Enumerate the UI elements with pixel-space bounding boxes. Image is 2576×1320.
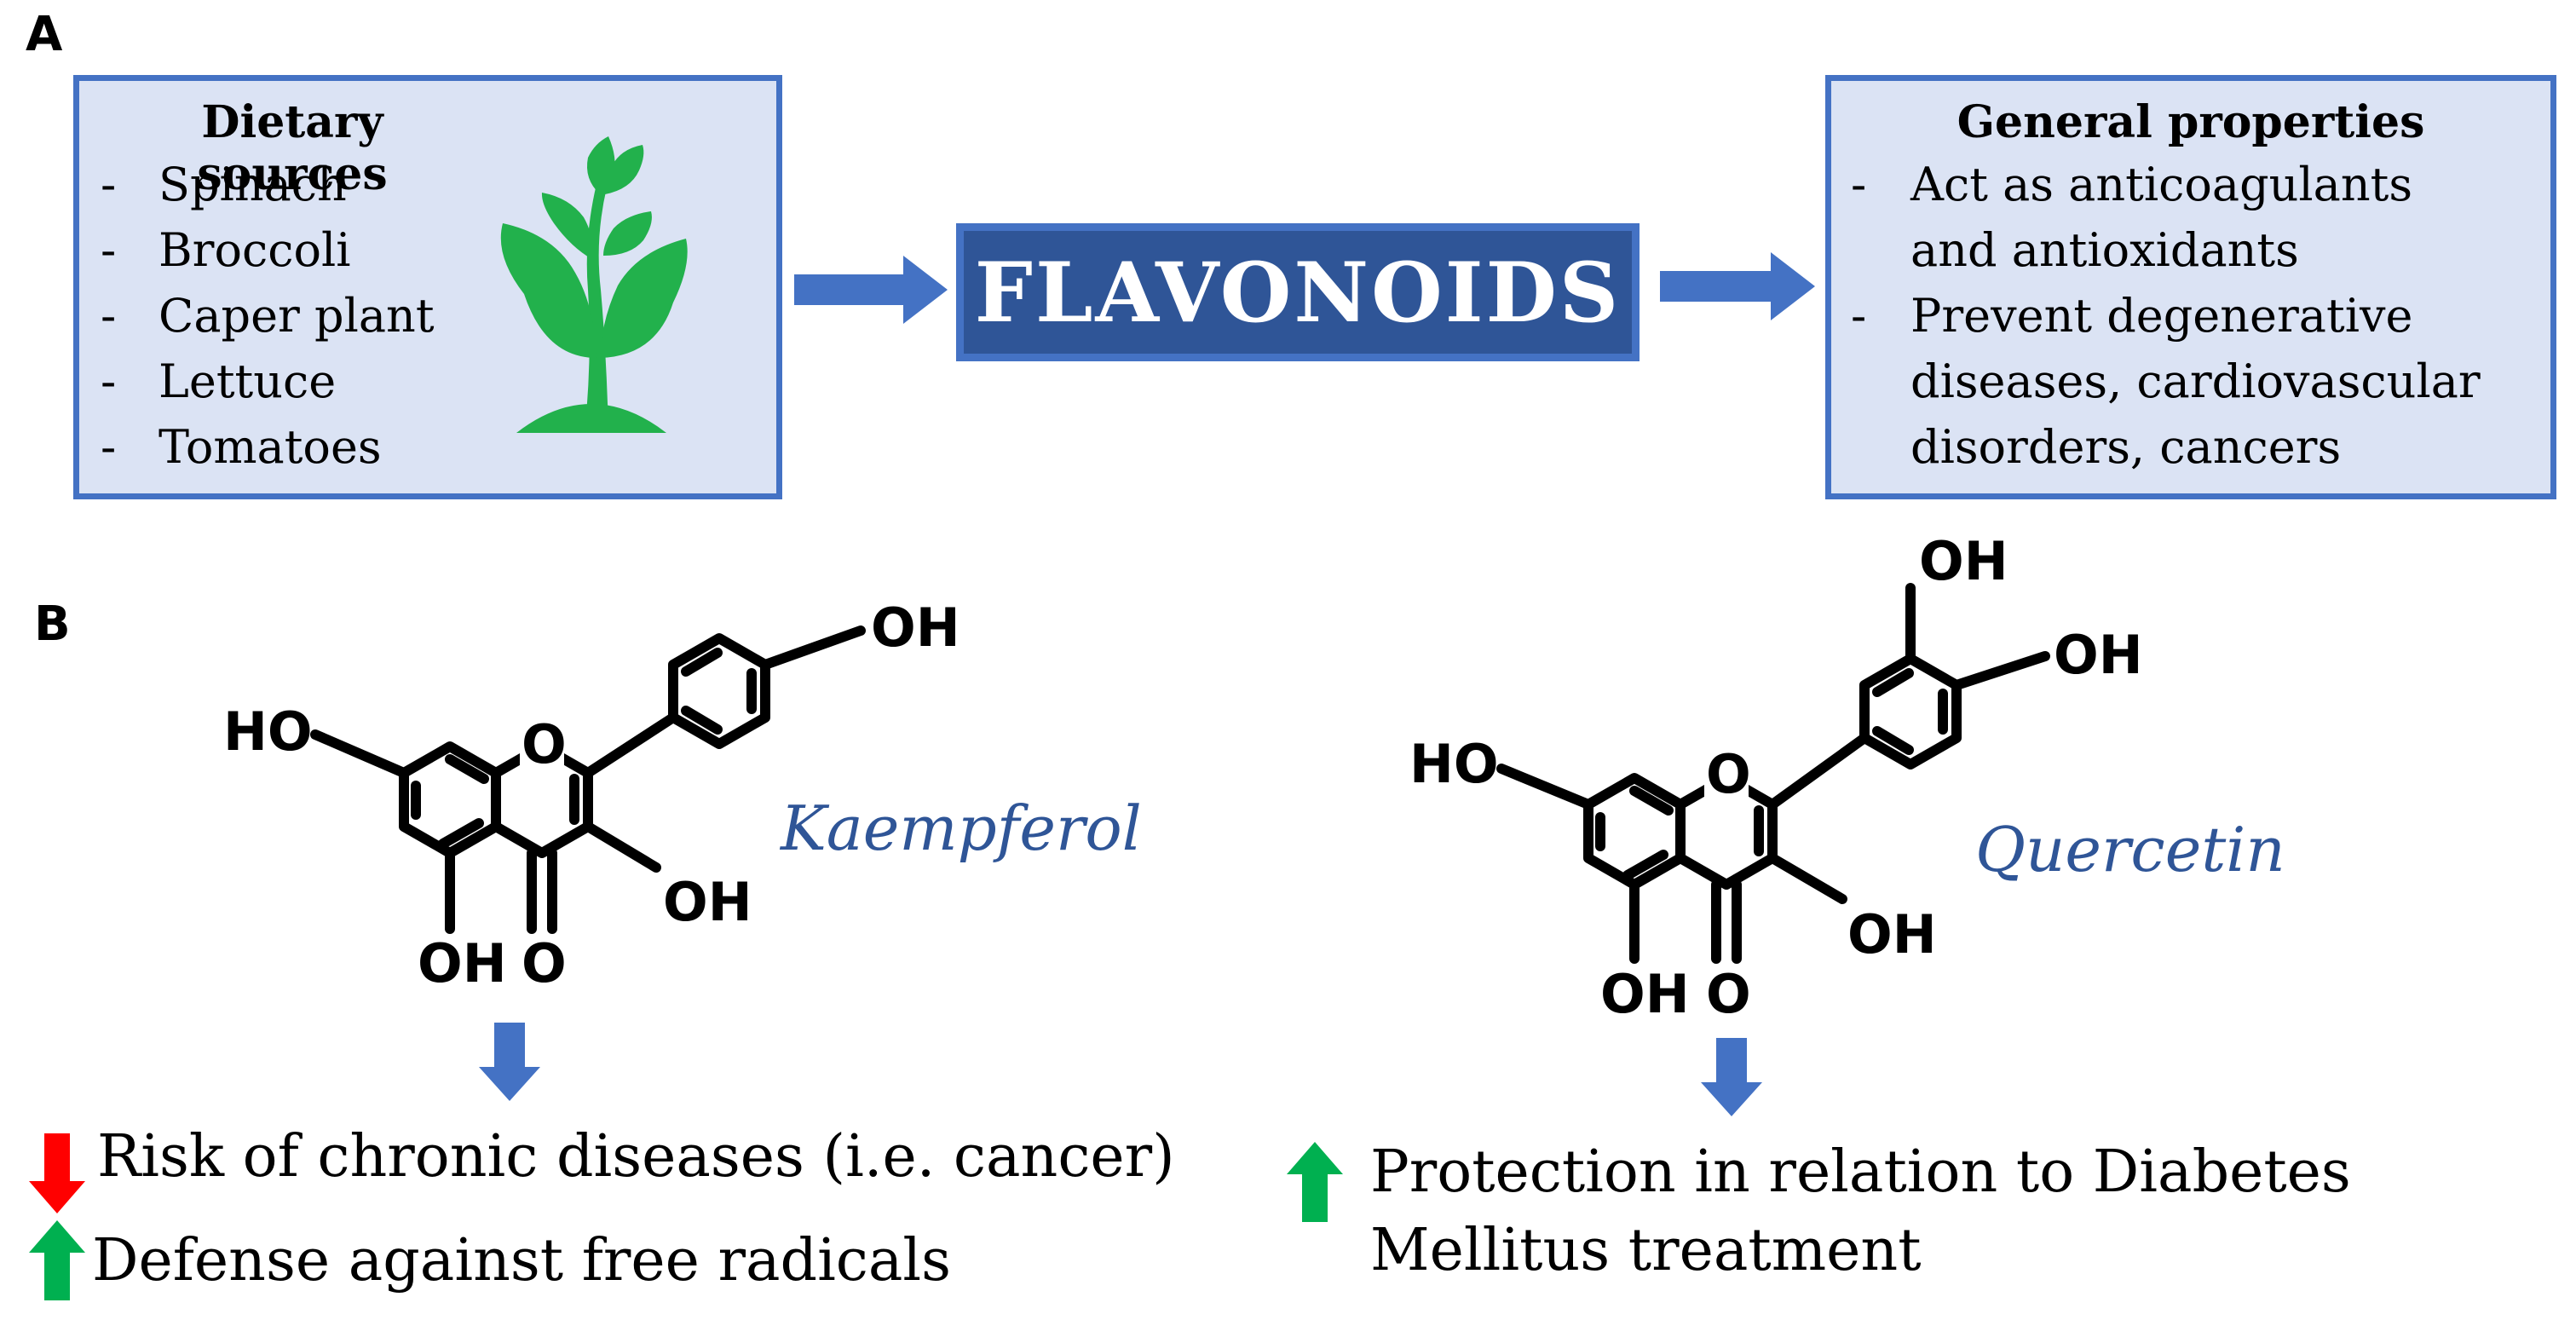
flavonoids-label: FLAVONOIDS <box>974 244 1622 341</box>
source-item-lettuce: Lettuce <box>158 354 337 408</box>
quercetin-down-arrow <box>1701 1038 1762 1116</box>
ring-oxygen-label: O <box>1706 743 1751 805</box>
quercetin-oh-3: OH <box>1847 903 1937 966</box>
list-dash: - <box>101 158 117 211</box>
arrow-flavonoids-to-properties <box>1660 252 1815 320</box>
plant-icon <box>500 136 688 433</box>
list-dash: - <box>1851 158 1867 211</box>
list-dash: - <box>101 354 117 408</box>
list-dash: - <box>1851 289 1867 343</box>
panel-label-a: A <box>26 7 63 62</box>
kaempferol-structure <box>310 625 866 934</box>
quercetin-oh-4prime: OH <box>2054 624 2143 686</box>
general-properties-title: General properties <box>1956 96 2425 148</box>
ring-oxygen-bg <box>520 721 564 769</box>
ring-oxygen-label: O <box>522 713 567 775</box>
list-dash: - <box>101 289 117 343</box>
kaempferol-name: Kaempferol <box>781 793 1142 864</box>
quercetin-structure <box>1496 583 2050 964</box>
property-line-1: Act as anticoagulants <box>1910 158 2413 211</box>
quercetin-carbonyl-o: O <box>1706 963 1751 1025</box>
ring-oxygen-bg <box>1704 752 1749 799</box>
flavonoids-box: FLAVONOIDS <box>956 223 1640 361</box>
dietary-sources-title: Dietary sources <box>197 96 388 200</box>
property-line-3: Prevent degenerative <box>1910 289 2413 343</box>
arrow-sources-to-flavonoids <box>794 256 948 324</box>
kaempferol-ho-7: HO <box>223 700 313 763</box>
source-item-caper-plant: Caper plant <box>158 289 435 343</box>
panel-label-b: B <box>34 597 71 652</box>
source-item-spinach: Spinach <box>158 158 347 211</box>
kaempferol-effect-2: Defense against free radicals <box>92 1227 952 1294</box>
kaempferol-down-arrow <box>479 1023 540 1101</box>
quercetin-ho-7: HO <box>1409 733 1499 795</box>
property-line-4: diseases, cardiovascular <box>1910 354 2481 408</box>
increase-arrow-icon <box>1287 1142 1343 1222</box>
quercetin-effect-1: Protection in relation to Diabetes <box>1370 1138 2351 1206</box>
quercetin-effect-2: Mellitus treatment <box>1370 1217 1922 1284</box>
kaempferol-oh-3: OH <box>663 871 752 933</box>
quercetin-oh-5: OH <box>1600 963 1690 1025</box>
kaempferol-oh-4prime: OH <box>871 597 960 659</box>
source-item-tomatoes: Tomatoes <box>158 420 382 474</box>
general-properties-box: General properties <box>1825 75 2556 499</box>
property-line-2: and antioxidants <box>1910 223 2299 277</box>
kaempferol-carbonyl-o: O <box>522 932 567 994</box>
list-dash: - <box>101 420 117 474</box>
increase-arrow-icon <box>29 1220 85 1300</box>
list-dash: - <box>101 223 117 277</box>
quercetin-name: Quercetin <box>1975 814 2285 885</box>
kaempferol-effect-1: Risk of chronic diseases (i.e. cancer) <box>97 1123 1175 1190</box>
kaempferol-oh-5: OH <box>418 932 507 994</box>
quercetin-oh-3prime: OH <box>1919 530 2008 592</box>
property-line-5: disorders, cancers <box>1910 420 2342 474</box>
source-item-broccoli: Broccoli <box>158 223 351 277</box>
decrease-arrow-icon <box>29 1133 85 1213</box>
